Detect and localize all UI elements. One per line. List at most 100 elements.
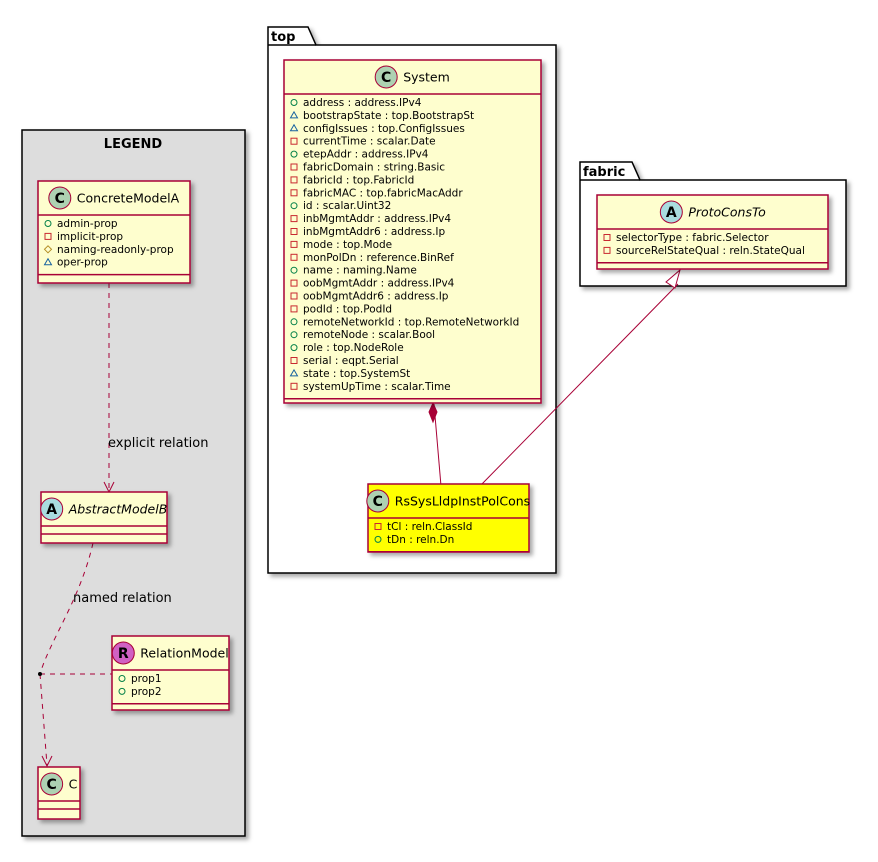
visibility-icon xyxy=(290,163,298,171)
class-attribute: inbMgmtAddr6 : address.Ip xyxy=(303,226,446,238)
visibility-icon xyxy=(290,357,298,364)
visibility-icon xyxy=(290,176,298,184)
visibility-icon xyxy=(290,215,298,223)
visibility-icon xyxy=(290,228,298,235)
visibility-icon xyxy=(43,257,53,266)
class-attribute: oobMgmtAddr : address.IPv4 xyxy=(303,278,455,290)
class-attribute: admin-prop xyxy=(57,218,118,230)
class-system[interactable]: C System address : address.IPv4bootstrapSt… xyxy=(283,59,542,404)
class-name: System xyxy=(403,70,450,85)
visibility-icon xyxy=(290,266,298,274)
class-attribute: serial : eqpt.Serial xyxy=(303,355,399,367)
class-attribute: monPolDn : reference.BinRef xyxy=(303,252,454,264)
visibility-icon xyxy=(290,150,298,158)
badge-letter: A xyxy=(666,205,677,221)
relation-junction-dot xyxy=(38,672,42,676)
class-attribute: prop2 xyxy=(131,686,162,698)
visibility-icon xyxy=(289,123,299,132)
visibility-icon xyxy=(603,234,611,241)
composition-diamond xyxy=(428,401,438,424)
visibility-icon xyxy=(290,240,298,248)
class-box xyxy=(40,491,168,544)
badge-letter: A xyxy=(46,502,57,518)
class-name: RsSysLldpInstPolCons xyxy=(395,494,530,509)
class-attribute: currentTime : scalar.Date xyxy=(303,136,436,148)
relation-target-arrowhead xyxy=(41,755,53,768)
class-attribute: tDn : reln.Dn xyxy=(387,534,454,546)
class-attribute: remoteNetworkId : top.RemoteNetworkId xyxy=(303,316,519,328)
visibility-icon xyxy=(290,279,298,287)
generalization-edge xyxy=(479,283,679,487)
class-name: ConcreteModelA xyxy=(77,191,180,206)
visibility-icon xyxy=(290,318,298,326)
class-attribute: implicit-prop xyxy=(57,231,123,243)
badge-letter: C xyxy=(46,777,56,793)
class-name: RelationModel xyxy=(140,646,228,661)
visibility-icon xyxy=(290,305,298,313)
visibility-icon xyxy=(118,675,126,682)
class-stereotype-badge xyxy=(40,772,64,796)
visibility-icon xyxy=(118,687,126,695)
visibility-icon xyxy=(290,292,298,300)
class-attribute: prop1 xyxy=(131,673,162,685)
class-attribute: etepAddr : address.IPv4 xyxy=(303,149,429,161)
visibility-icon xyxy=(290,253,298,261)
visibility-icon xyxy=(374,535,382,543)
visibility-icon xyxy=(290,202,298,210)
class-stereotype-badge xyxy=(374,65,398,89)
package-fabric-label: fabric xyxy=(583,165,625,180)
class-box xyxy=(37,766,81,820)
class-attribute: systemUpTime : scalar.Time xyxy=(303,381,451,393)
badge-letter: R xyxy=(118,646,129,662)
class-attribute: sourceRelStateQual : reln.StateQual xyxy=(616,245,805,257)
class-attribute: state : top.SystemSt xyxy=(303,368,410,380)
badge-letter: C xyxy=(381,70,391,86)
class-attribute: mode : top.Mode xyxy=(303,239,392,251)
class-name: ProtoConsTo xyxy=(688,205,766,220)
visibility-icon xyxy=(289,368,299,377)
visibility-icon xyxy=(290,344,298,352)
visibility-icon xyxy=(374,523,382,530)
class-attribute: oper-prop xyxy=(57,257,108,269)
class-attribute: id : scalar.Uint32 xyxy=(303,200,391,212)
class-attribute: name : naming.Name xyxy=(303,265,417,277)
visibility-icon xyxy=(43,245,53,254)
class-attribute: oobMgmtAddr6 : address.Ip xyxy=(303,291,449,303)
class-attribute: podId : top.PodId xyxy=(303,303,392,315)
class-stereotype-badge xyxy=(40,497,64,521)
badge-letter: C xyxy=(55,191,65,207)
visibility-icon xyxy=(603,246,611,254)
visibility-icon xyxy=(44,232,52,240)
class-attribute: role : top.NodeRole xyxy=(303,342,404,354)
class-attribute: fabricId : top.FabricId xyxy=(303,174,414,186)
visibility-icon xyxy=(44,220,52,227)
class-attribute: selectorType : fabric.Selector xyxy=(616,232,769,244)
class-attribute: inbMgmtAddr : address.IPv4 xyxy=(303,213,451,225)
class-stereotype-badge xyxy=(48,186,72,210)
package-top-label: top xyxy=(271,30,295,45)
class-attribute: configIssues : top.ConfigIssues xyxy=(303,123,465,135)
class-attribute: bootstrapState : top.BootstrapSt xyxy=(303,110,474,122)
class-stereotype-badge xyxy=(659,200,683,224)
visibility-icon xyxy=(290,382,298,390)
class-name: C xyxy=(69,777,78,792)
class-attribute: fabricDomain : string.Basic xyxy=(303,162,445,174)
class-proto-cons-to[interactable]: A ProtoConsTo selectorType : fabric.Select… xyxy=(596,194,829,270)
visibility-icon xyxy=(290,137,298,145)
legend-title: LEGEND xyxy=(104,137,163,152)
generalization-arrowhead xyxy=(665,268,681,289)
named-relation-label: named relation xyxy=(73,591,172,606)
class-box xyxy=(596,194,829,270)
class-stereotype-badge xyxy=(366,489,390,513)
visibility-icon xyxy=(290,99,298,106)
visibility-icon xyxy=(290,331,298,339)
class-box xyxy=(283,59,542,404)
class-attribute: fabricMAC : top.fabricMacAddr xyxy=(303,187,463,199)
class-attribute: address : address.IPv4 xyxy=(303,97,422,109)
